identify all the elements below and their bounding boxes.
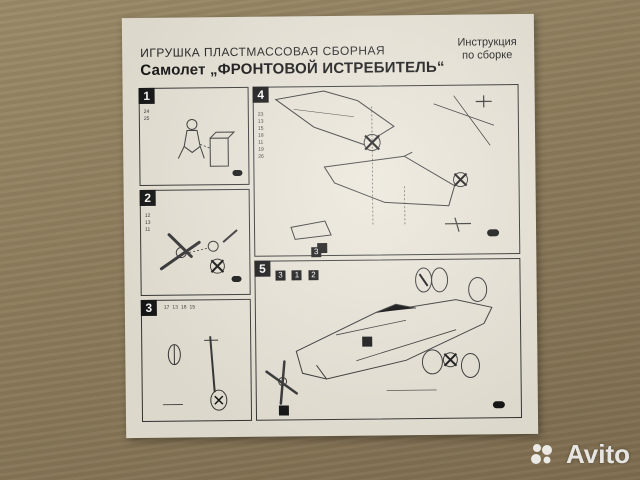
header-instructions-line1: Инструкция bbox=[457, 36, 517, 49]
final-assembly-illustration bbox=[265, 267, 505, 416]
header-instructions-line2: по сборке bbox=[462, 49, 513, 62]
header-subtitle: ИГРУШКА ПЛАСТМАССОВАЯ СБОРНАЯ bbox=[140, 43, 386, 60]
avito-logo-icon bbox=[531, 444, 552, 464]
step-5-panel: 5 3 1 2 bbox=[254, 258, 523, 421]
step-1-panel: 1 24 25 bbox=[138, 86, 250, 186]
header-title: Самолет „ФРОНТОВОЙ ИСТРЕБИТЕЛЬ“ bbox=[140, 58, 445, 79]
step-4-panel: 4 23 13 15 18 11 19 26 bbox=[252, 84, 521, 259]
propeller-assembly-illustration bbox=[159, 229, 242, 283]
instruction-sheet: ИГРУШКА ПЛАСТМАССОВАЯ СБОРНАЯ Самолет „Ф… bbox=[121, 13, 539, 439]
step-2-panel: 2 12 13 11 bbox=[139, 188, 251, 296]
wing-fuselage-illustration bbox=[274, 90, 500, 254]
landing-gear-illustration bbox=[162, 336, 228, 411]
sub-step-badge: 3 bbox=[311, 247, 322, 258]
avito-watermark: Avito bbox=[565, 439, 630, 469]
step-3-panel: 3 17 13 18 15 bbox=[140, 298, 253, 422]
pilot-seat-illustration bbox=[177, 118, 243, 176]
step-4-sub-badge: 3 bbox=[311, 241, 323, 259]
header-instructions: Инструкция по сборке bbox=[442, 36, 532, 63]
